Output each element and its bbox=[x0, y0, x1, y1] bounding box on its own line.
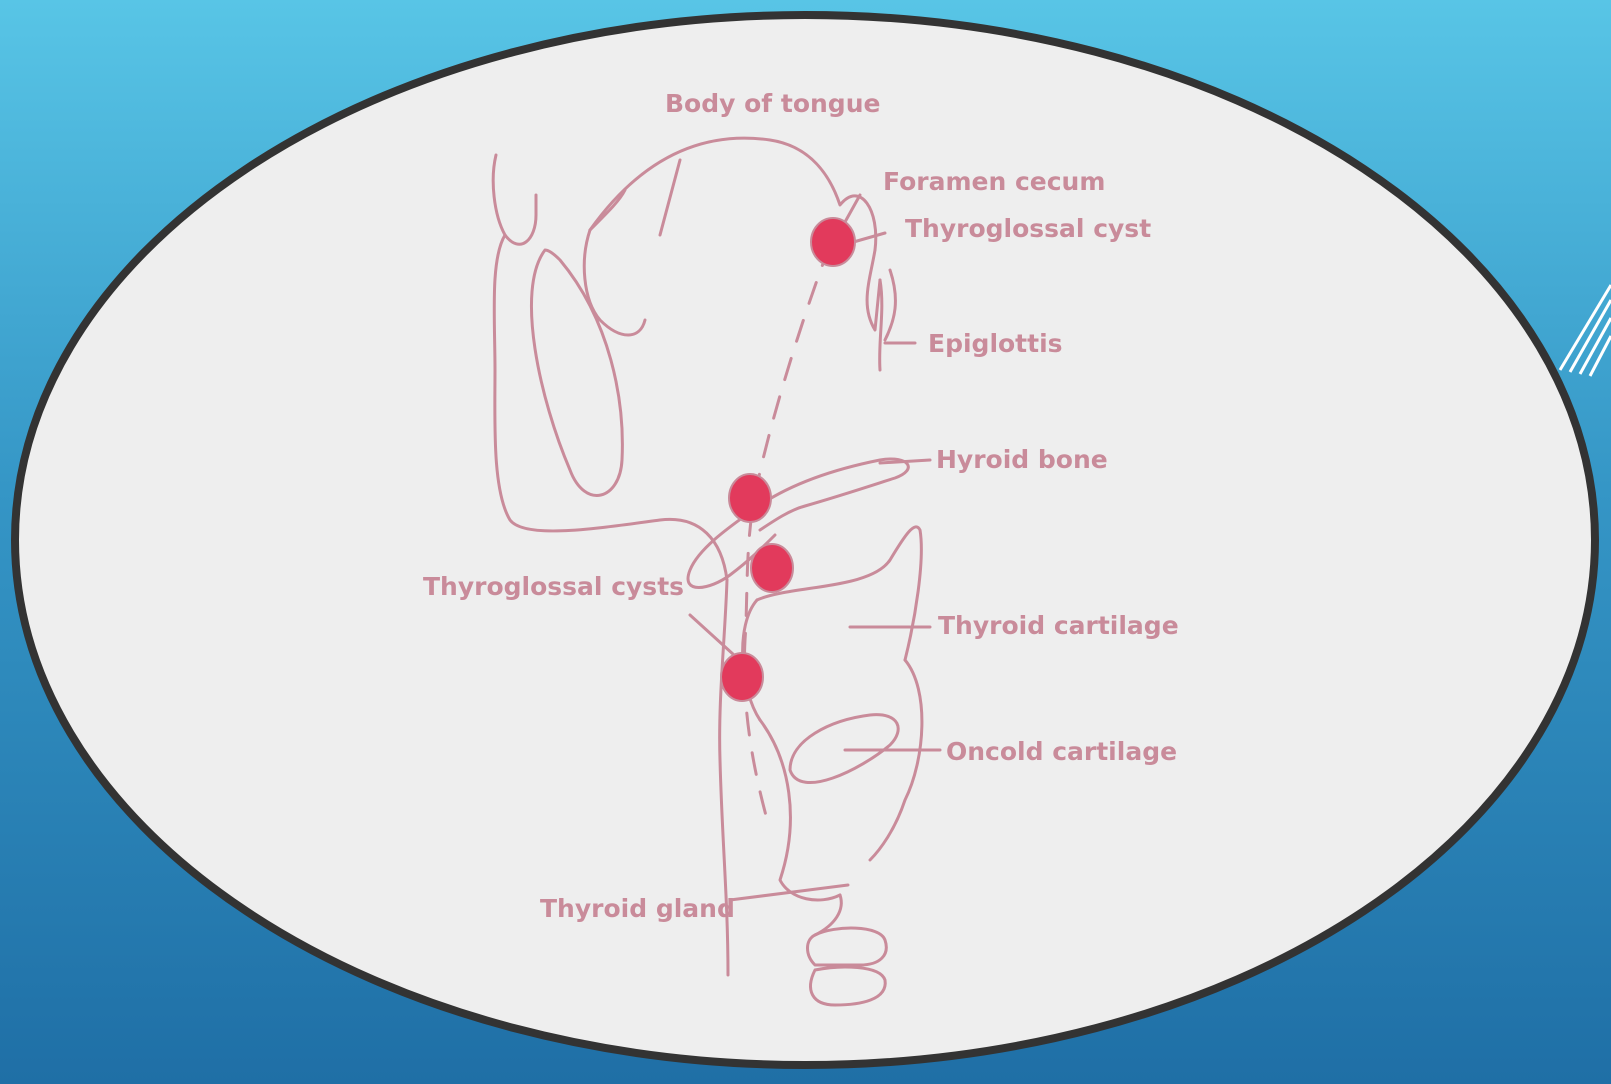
label-thyroid-gland: Thyroid gland bbox=[540, 894, 735, 923]
label-hyoid-bone: Hyroid bone bbox=[936, 445, 1108, 474]
cyst-lower bbox=[721, 653, 763, 701]
label-thyroglossal-cyst: Thyroglossal cyst bbox=[905, 214, 1151, 243]
label-foramen-cecum: Foramen cecum bbox=[883, 167, 1105, 196]
label-epiglottis: Epiglottis bbox=[928, 329, 1063, 358]
diagonal-stripes-icon bbox=[1560, 285, 1611, 376]
label-thyroid-cartilage: Thyroid cartilage bbox=[938, 611, 1179, 640]
cyst-foramen bbox=[811, 218, 855, 266]
cyst-hyoid bbox=[729, 474, 771, 522]
label-body-of-tongue: Body of tongue bbox=[665, 89, 880, 118]
label-thyroglossal-cysts: Thyroglossal cysts bbox=[423, 572, 684, 601]
cyst-mid bbox=[751, 544, 793, 592]
diagram-panel bbox=[15, 15, 1595, 1065]
label-cricoid-cartilage: Oncold cartilage bbox=[946, 737, 1177, 766]
